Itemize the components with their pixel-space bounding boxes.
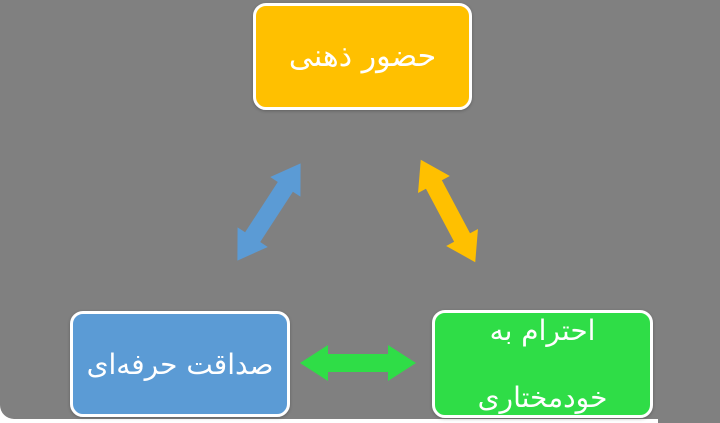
double-arrow-shape — [237, 163, 301, 261]
diagram-background-corner — [658, 413, 720, 423]
node-mental-presence[interactable]: حضور ذهنی — [253, 3, 472, 110]
double-arrow-top-to-bottomleft[interactable] — [220, 151, 319, 273]
double-arrow-top-to-bottomright[interactable] — [402, 149, 494, 274]
node-label-line2: خودمختاری — [477, 380, 608, 414]
node-professional-honesty[interactable]: صداقت حرفه‌ای — [70, 311, 290, 417]
node-label: حضور ذهنی — [288, 39, 437, 74]
double-arrow-shape — [418, 159, 478, 263]
double-arrow-shape — [300, 345, 416, 381]
node-label-line1: احترام به — [489, 314, 596, 348]
node-label: صداقت حرفه‌ای — [86, 347, 274, 381]
node-respect-for-autonomy[interactable]: احترام به خودمختاری — [432, 310, 653, 418]
double-arrow-bottomleft-to-bottomright[interactable] — [298, 343, 418, 383]
